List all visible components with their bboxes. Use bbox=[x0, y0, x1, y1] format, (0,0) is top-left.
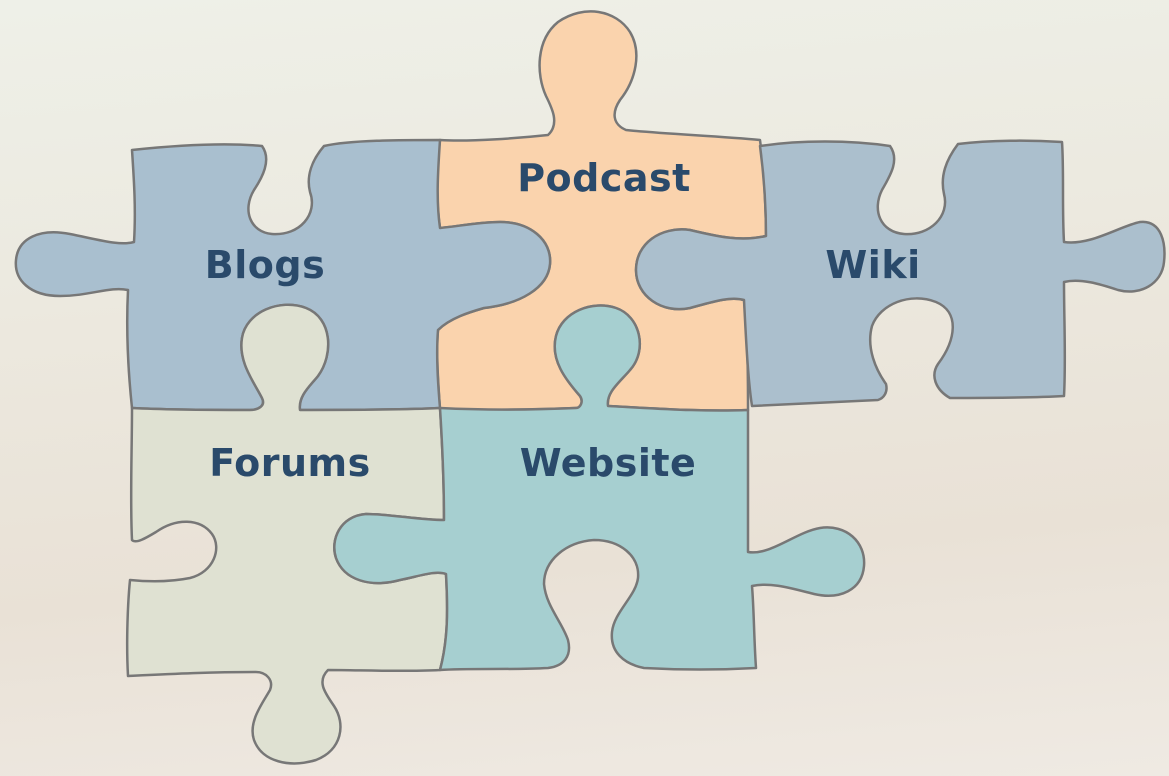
label-blogs: Blogs bbox=[204, 243, 326, 287]
label-podcast: Podcast bbox=[517, 156, 691, 200]
puzzle-piece-wiki bbox=[634, 139, 1166, 408]
label-wiki: Wiki bbox=[825, 243, 921, 287]
puzzle-piece-website bbox=[333, 304, 866, 672]
label-forums: Forums bbox=[209, 441, 371, 485]
label-website: Website bbox=[519, 441, 697, 485]
